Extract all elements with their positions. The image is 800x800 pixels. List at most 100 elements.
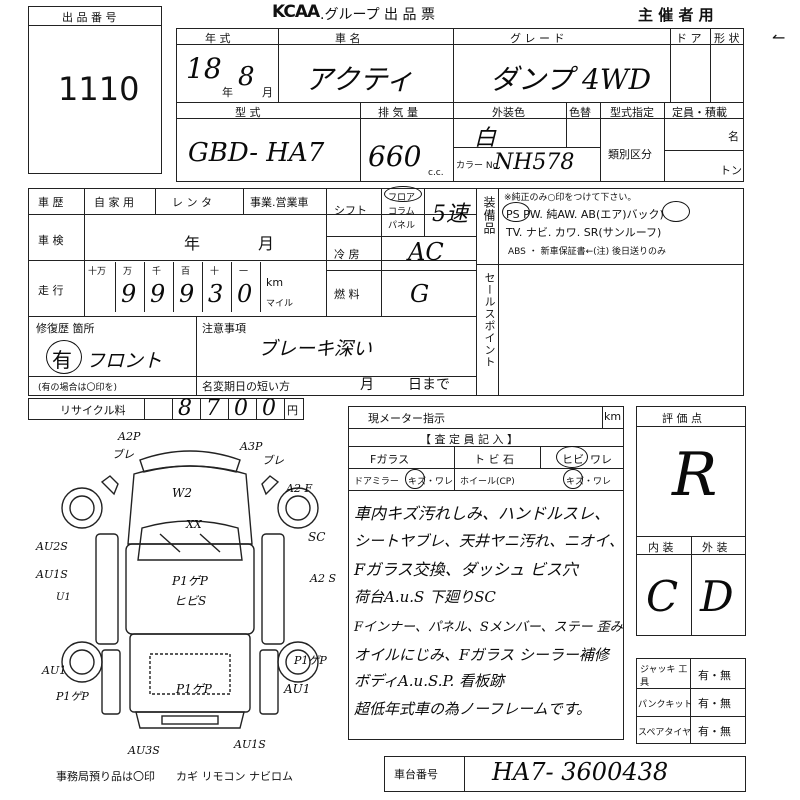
mile-label: マイル [266,299,294,309]
equipment-note: ※純正のみ○印をつけて下さい。 [504,193,637,203]
notes-label: 注意事項 [202,322,246,335]
corner-mark-icon: ↼ [772,28,786,47]
mark-front-right-2: ブレ [262,454,284,467]
digit-label-1: 一 [239,267,249,277]
shift-column: コラム [388,207,415,217]
door-label: ド ア [676,32,702,45]
recycle-digit-4: 0 [262,396,276,421]
remark-line-4: 荷台A.u.S 下廻りSC [354,588,496,606]
equipment-line3: ABS ・ 新車保証書←(注) 後日送りのみ [508,247,667,257]
inspection-panel [348,406,624,740]
mark-windshield: XX [186,518,202,531]
car-name-value: アクティ [305,63,414,96]
fuel-label: 燃 料 [334,288,360,301]
remark-line-3: Fガラス交換、ダッシュ ビス穴 [354,560,578,579]
equipment-label: 装備品 [482,196,496,235]
color-number-value: NH578 [494,150,575,175]
displacement-value: 660 [368,140,422,173]
exterior-label: 外 装 [702,541,728,554]
chassis-label: 車台番号 [394,768,438,781]
mirror-scratch-circle [405,469,425,489]
color-value: 白 [474,126,497,151]
keys-label: 事務局預り品は〇印 [56,770,155,783]
exterior-score: D [700,572,734,621]
organizer-label: 主 催 者 用 [638,6,714,24]
capacity-label: 定員・積載 [672,106,727,119]
mark-cabin-left-1: AU2S [36,540,68,553]
remark-line-2: シートヤブレ、天井ヤニ汚れ、ニオイ、 [354,532,624,550]
crack-circle [556,446,588,468]
digit-label-1k: 千 [152,267,162,277]
mark-rear-left-1: AU1 [42,664,67,677]
reg-day: 日まで [408,377,450,393]
wheel-options: キズ・ワレ [566,477,612,487]
mileage-label: 走 行 [38,284,64,297]
recycle-box [28,398,304,420]
shift-value: 5速 [432,202,468,227]
model-label: 型 式 [235,106,261,119]
jack-option: 有・無 [698,669,731,682]
door-mirror-label: ドアミラー [354,477,399,487]
model-value: GBD- HA7 [188,138,325,168]
shift-panel: パネル [388,221,416,231]
mark-rear-right-1: P1ゲP [294,654,327,667]
classification-label: 類別区分 [608,148,652,161]
color-number-label: カラー No. [456,161,501,171]
recycle-digit-1: 8 [178,396,192,421]
mark-center-1: P1ゲP [172,574,208,588]
repair-circle [46,340,82,374]
vehicle-info-table [176,28,744,182]
keys-list: カギ リモコン ナビロム [176,770,293,783]
sales-point-label: セールスポイント [483,272,496,368]
fuel-value: G [410,280,430,308]
remark-line-7: ボディA.u.S.P. 看板跡 [354,672,505,690]
month-unit: 月 [262,86,273,99]
grade-label: グ レ ー ド [510,32,565,45]
mark-cabin-left-3: U1 [56,592,71,603]
recycle-digit-3: 0 [234,396,248,421]
ac-value: AC [408,238,444,266]
month-value: 8 [238,62,255,92]
recycle-unit: 円 [287,404,298,417]
displacement-label: 排 気 量 [378,106,418,119]
history-rental: レ ン タ [172,196,212,209]
shape-label: 形 状 [714,32,740,45]
equipment-line2: TV. ナビ. カワ. SR(サンルーフ) [506,226,662,239]
km-label: km [266,276,284,289]
lot-number-label: 出 品 番 号 [62,11,117,24]
form-title: .グループ 出 品 票 [320,7,435,23]
remark-line-1: 車内キズ汚れしみ、ハンドルスレ、 [354,504,611,523]
ton-unit: トン [720,164,742,177]
mileage-digit-10k: 9 [121,280,137,308]
remark-line-8: 超低年式車の為ノーフレームです。 [354,700,592,718]
ac-label: 冷 房 [334,248,360,261]
spare-label: スペアタイヤ [638,728,692,738]
mark-cabin-left-2: AU1S [36,568,68,581]
vehicle-diagram [61,450,319,729]
mark-front-left-2: ブレ [112,448,134,461]
mark-cabin-right-1: SC [308,530,326,544]
fglass-label: Fガラス [370,453,410,466]
shaken-year: 年 [184,234,201,253]
displacement-unit: c.c. [428,168,444,178]
mark-front-left: A2P [118,430,141,443]
mark-center-2: ヒビS [174,594,207,608]
car-name-label: 車 名 [335,32,361,45]
grade-value: ダンプ 4WD [490,63,652,96]
mark-hood: W2 [172,486,192,500]
mark-rear-center: AU3S [128,744,160,757]
year-value: 18 [186,52,222,85]
shift-label: シフト [334,204,367,217]
puncture-label: パンクキット [638,700,693,710]
mark-fender-right: A2 F [286,482,313,495]
shift-floor-circle [384,186,422,202]
mileage-digit-10: 3 [208,280,224,308]
spare-option: 有・無 [698,725,731,738]
rating-label: 評 価 点 [662,412,702,425]
mileage-digit-1: 0 [237,280,253,308]
mark-bed: P1ゲP [176,682,212,696]
crack-suffix: ワレ [590,453,612,466]
digit-label-100k: 十万 [88,267,107,277]
lot-number-box [28,6,162,174]
kcaa-logo: KCAA [272,2,320,22]
